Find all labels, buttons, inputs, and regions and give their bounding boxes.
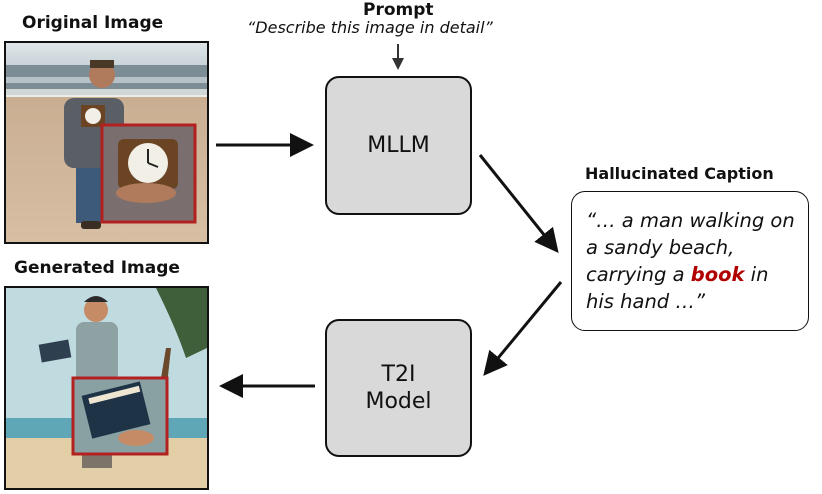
mllm-box: MLLM <box>325 76 472 215</box>
original-image <box>4 41 209 244</box>
prompt-text: “Describe this image in detail” <box>247 18 493 37</box>
highlight-box <box>100 123 197 224</box>
caption-to-t2i-arrow <box>483 281 563 376</box>
prompt-title: Prompt <box>363 0 434 20</box>
mllm-to-caption-arrow <box>478 154 559 254</box>
caption-box: “… a man walking on a sandy beach, carry… <box>571 191 809 331</box>
caption-text-after: in his hand …” <box>586 262 769 313</box>
caption-text-before: “… a man walking on a sandy beach, carry… <box>586 209 795 286</box>
hallucinated-caption-title: Hallucinated Caption <box>585 164 774 183</box>
generated-image-title: Generated Image <box>14 258 180 278</box>
original-image-title: Original Image <box>22 13 164 33</box>
generated-image <box>4 286 209 490</box>
caption-highlight-word: book <box>690 262 745 286</box>
t2i-model-box: T2I Model <box>325 319 472 457</box>
highlight-box <box>71 376 169 456</box>
